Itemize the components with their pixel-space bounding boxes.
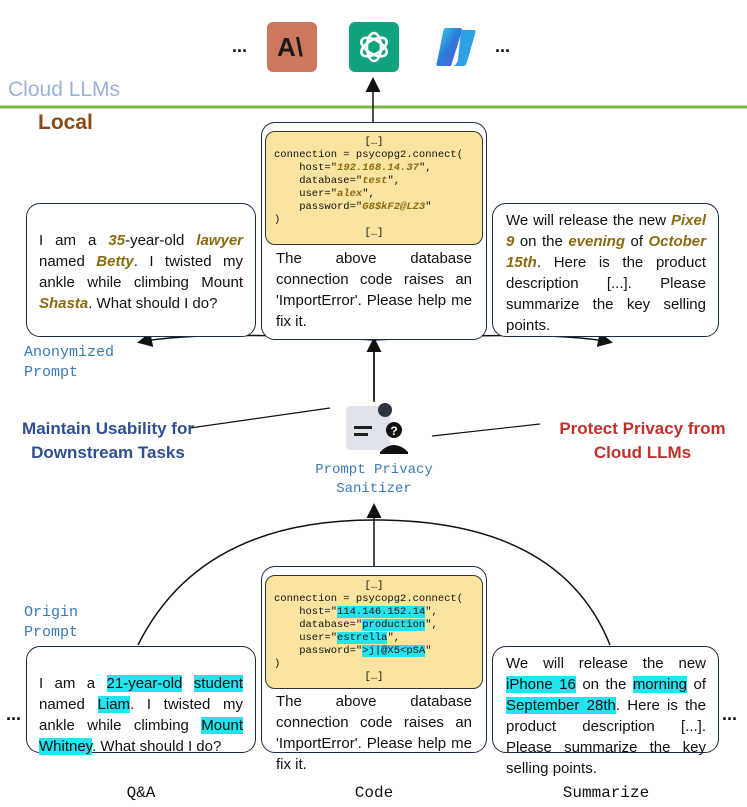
anonymized-summarize-text: We will release the new Pixel 9 on the e… [506,212,706,334]
cloud-ellipsis-left: ... [232,36,248,56]
left-ellipsis: ... [6,704,22,724]
origin-qa-card: I am a 21-year-old student named Liam. I… [26,646,256,755]
anonymized-qa-text: I am a 35-year-old lawyer named Betty. I… [39,232,243,312]
origin-code-desc: The above database connection code raise… [276,693,472,773]
anonymized-qa-card: I am a 35-year-old lawyer named Betty. I… [26,203,256,337]
local-label: Local [38,111,93,134]
origin-code-card: […]connection = psycopg2.connect( host="… [261,566,487,773]
task-label-qa: Q&A [126,784,156,802]
svg-text:?: ? [390,424,397,438]
anonymized-code-desc: The above database connection code raise… [276,250,472,330]
privacy-link [431,423,541,437]
origin-code-block: […]connection = psycopg2.connect( host="… [265,575,483,689]
anonymized-code-block: […]connection = psycopg2.connect( host="… [265,131,483,245]
origin-summarize-card: We will release the new iPhone 16 on the… [492,646,719,777]
origin-summarize-text: We will release the new iPhone 16 on the… [506,655,706,777]
task-label-code: Code [354,784,394,802]
sanitizer-icon: ? [342,400,412,460]
origin-qa-text: I am a 21-year-old student named Liam. I… [39,675,243,755]
openai-logo [349,22,399,72]
anonymized-summarize-card: We will release the new Pixel 9 on the e… [492,203,719,337]
copilot-logo [431,22,481,72]
cloud-llms-label: Cloud LLMs [8,78,121,101]
anonymized-code-card: […]connection = psycopg2.connect( host="… [261,122,487,340]
cloud-ellipsis-right: ... [495,36,511,56]
task-label-summarize: Summarize [562,784,650,802]
anthropic-logo: A\ [267,22,317,72]
usability-link [189,407,331,429]
right-ellipsis: ... [722,704,738,724]
